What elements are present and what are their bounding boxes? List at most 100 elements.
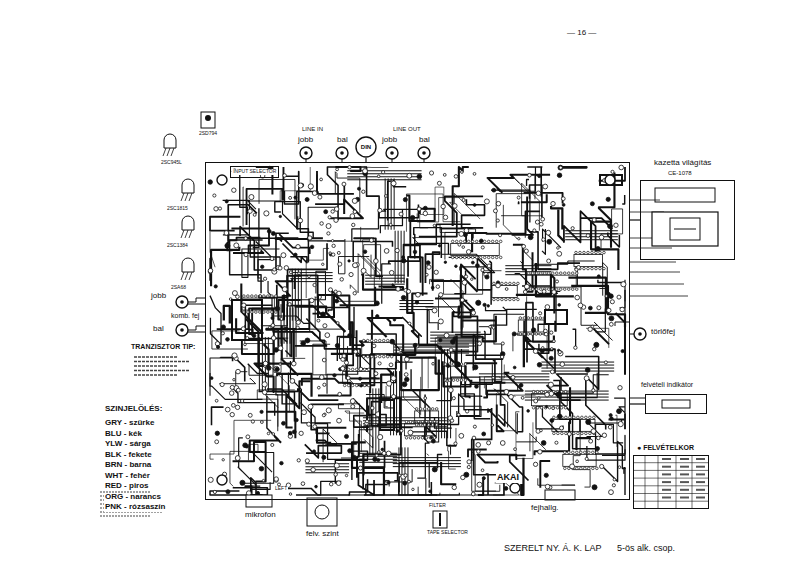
copper-trace bbox=[390, 371, 391, 435]
pad bbox=[487, 264, 491, 268]
pad bbox=[245, 445, 248, 448]
pad bbox=[535, 272, 538, 275]
copper-trace bbox=[327, 227, 361, 241]
pad bbox=[432, 362, 435, 365]
pad bbox=[599, 251, 602, 254]
pad bbox=[575, 288, 578, 291]
pad bbox=[589, 439, 593, 443]
copper-trace bbox=[364, 482, 431, 495]
pad bbox=[281, 253, 286, 258]
pad bbox=[251, 311, 254, 314]
pad bbox=[607, 308, 611, 312]
pad bbox=[505, 282, 508, 285]
copper-trace bbox=[541, 368, 614, 369]
pad bbox=[416, 292, 421, 297]
copper-trace bbox=[368, 402, 386, 426]
transistor-leg bbox=[181, 272, 184, 280]
table-entry bbox=[662, 466, 671, 468]
pad bbox=[340, 278, 344, 282]
pad bbox=[451, 256, 454, 259]
pad bbox=[235, 456, 240, 461]
copper-trace bbox=[244, 486, 262, 495]
pad bbox=[540, 429, 543, 432]
pad bbox=[429, 437, 432, 440]
pad bbox=[492, 326, 495, 329]
socket-circle bbox=[356, 137, 376, 157]
pad bbox=[236, 369, 241, 374]
pad bbox=[384, 249, 389, 254]
copper-trace bbox=[336, 254, 374, 302]
table-rule bbox=[633, 478, 709, 479]
pad bbox=[517, 196, 520, 199]
pad bbox=[571, 272, 574, 275]
pad bbox=[335, 343, 339, 347]
selector-switch bbox=[433, 511, 447, 528]
pad bbox=[374, 259, 379, 264]
label-text: PNK - rózsaszín bbox=[104, 503, 166, 512]
pad bbox=[296, 245, 300, 249]
pad bbox=[326, 224, 331, 229]
pad bbox=[243, 311, 246, 314]
copper-trace bbox=[368, 318, 403, 337]
copper-trace bbox=[472, 451, 500, 491]
copper-trace bbox=[406, 195, 434, 221]
pad bbox=[374, 339, 377, 342]
pad bbox=[319, 375, 324, 380]
copper-trace bbox=[425, 426, 436, 440]
pad bbox=[477, 450, 481, 454]
pad bbox=[266, 366, 271, 371]
copper-trace bbox=[602, 442, 625, 495]
pad bbox=[359, 377, 362, 380]
pad bbox=[271, 316, 274, 319]
wire-connector bbox=[630, 403, 645, 404]
pad bbox=[571, 288, 574, 291]
pad bbox=[524, 284, 529, 289]
copper-trace bbox=[399, 306, 433, 307]
table-entry bbox=[662, 481, 671, 483]
pad bbox=[386, 451, 391, 456]
pad bbox=[453, 204, 458, 209]
pad bbox=[244, 343, 247, 346]
pad bbox=[592, 389, 595, 392]
copper-trace bbox=[436, 377, 480, 415]
copper-trace bbox=[591, 222, 618, 270]
pad bbox=[262, 390, 267, 395]
pad bbox=[435, 408, 438, 411]
pad bbox=[444, 261, 446, 263]
ground-fill bbox=[545, 310, 567, 324]
transistor-leg bbox=[167, 148, 170, 156]
copper-trace bbox=[486, 474, 488, 495]
copper-trace bbox=[517, 202, 519, 204]
pad bbox=[362, 355, 365, 358]
pad bbox=[325, 333, 330, 338]
pad bbox=[369, 238, 373, 242]
pad bbox=[543, 272, 546, 275]
pad bbox=[483, 256, 486, 259]
label-text: komb. fej bbox=[170, 312, 200, 320]
copper-trace bbox=[290, 304, 291, 344]
pad bbox=[298, 218, 303, 223]
copper-trace bbox=[393, 466, 461, 467]
pad bbox=[393, 318, 396, 321]
label-text: TAPE SELECTOR bbox=[426, 530, 469, 536]
copper-trace bbox=[364, 167, 389, 169]
pad bbox=[575, 272, 578, 275]
pad bbox=[259, 311, 262, 314]
node-text: felvételi indikátor bbox=[640, 381, 694, 389]
pad bbox=[484, 199, 489, 204]
pad bbox=[610, 417, 614, 421]
copper-trace bbox=[276, 373, 289, 395]
pad bbox=[443, 173, 446, 176]
pad bbox=[513, 366, 516, 369]
pad bbox=[353, 292, 356, 295]
pad bbox=[548, 406, 551, 409]
transistor-leg bbox=[189, 193, 192, 201]
pad bbox=[284, 266, 288, 270]
pad bbox=[225, 243, 230, 248]
pad bbox=[404, 474, 407, 477]
pad bbox=[591, 251, 594, 254]
pad bbox=[404, 377, 409, 382]
pad bbox=[242, 303, 246, 307]
label-text: FILTER bbox=[428, 503, 447, 509]
pad bbox=[538, 174, 541, 177]
